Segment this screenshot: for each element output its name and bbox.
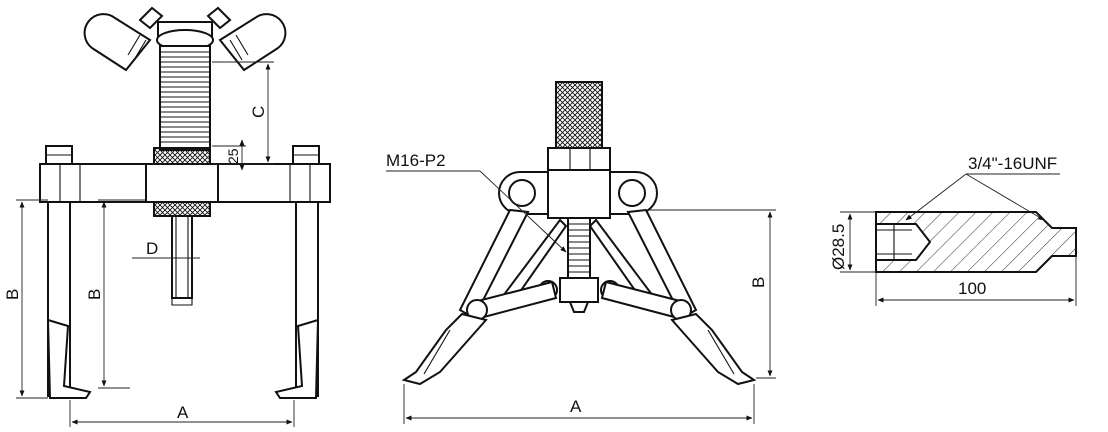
thread-label-unf: 3/4"-16UNF [968,154,1057,173]
figure-2-self-centering-puller: M16-P2 A B [386,81,776,424]
dim-label-B-fig2: B [749,277,768,288]
dim-label-length: 100 [958,279,986,298]
thread-label-m16: M16-P2 [386,151,446,170]
dim-label-A-fig2: A [570,397,582,416]
dim-label-diameter: Ø28.5 [829,224,848,270]
dim-label-D: D [146,239,158,258]
dim-label-A-fig1: A [177,403,189,422]
dim-label-B-inner: B [85,289,104,300]
dim-label-B-outer: B [3,289,22,300]
dim-label-C: C [249,106,268,118]
dim-label-25: 25 [225,148,241,164]
figure-1-two-jaw-puller: C 25 D A B B [3,6,331,428]
figure-3-adapter-section: 3/4"-16UNF Ø28.5 100 [829,154,1077,306]
